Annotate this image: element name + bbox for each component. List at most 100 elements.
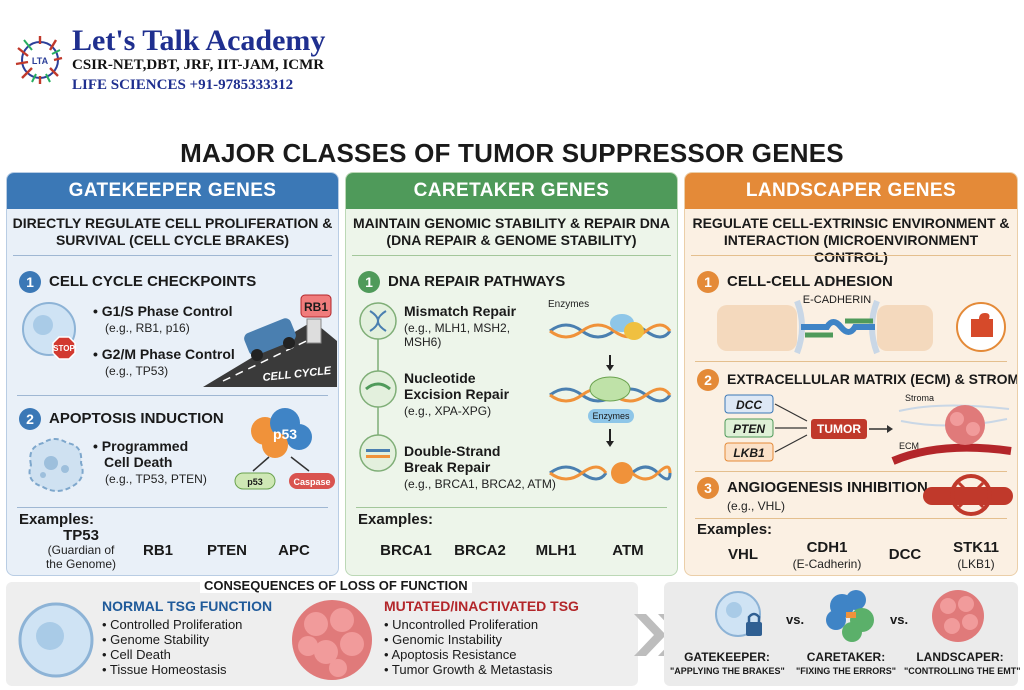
ecm-label: ECM [899,441,919,451]
tumor-label: TUMOR [817,422,861,436]
g1s-examples: (e.g., RB1, p16) [105,321,190,335]
stroma-label: Stroma [905,393,934,403]
section-number: 2 [19,408,41,430]
example-gene: BRCA2 [454,542,506,559]
cdh1-note: (E-Cadherin) [792,557,862,571]
example-gene: PTEN [206,542,247,559]
tumor-cluster-icon [292,600,372,680]
normal-function-item: • Tissue Homeostasis [102,662,227,677]
mutated-tsg-item: • Apoptosis Resistance [384,647,517,662]
stk11-note: (LKB1) [957,557,995,571]
section-title-adhesion: CELL-CELL ADHESION [727,273,893,290]
landscaper-panel: LANDSCAPER GENES REGULATE CELL-EXTRINSIC… [684,172,1018,576]
enzymes-label-top: Enzymes [548,299,589,310]
landscaper-comparison-label: LANDSCAPER: [916,650,1004,664]
divider [352,255,671,256]
normal-function-heading: NORMAL TSG FUNCTION [102,598,273,614]
caretaker-subtitle: MAINTAIN GENOMIC STABILITY & REPAIR DNA … [352,215,671,248]
divider [695,518,1007,519]
academy-contact: LIFE SCIENCES +91-9785333312 [72,77,294,93]
landscaper-heading: LANDSCAPER GENES [685,173,1017,209]
gatekeeper-examples-label: Examples: [19,511,95,528]
g2m-control: • G2/M Phase Control [93,346,235,362]
section-title-angiogenesis: ANGIOGENESIS INHIBITION [727,479,928,496]
caretaker-heading: CARETAKER GENES [346,173,677,209]
gene-lkb1: LKB1 [733,446,765,460]
g2m-examples: (e.g., TP53) [105,364,169,378]
cell-cycle-road-illustration: RB1 CELL CYCLE [203,294,337,387]
landscaper-comparison-motto: "CONTROLLING THE EMT" [904,666,1021,676]
e-cadherin-label: E-CADHERIN [803,294,872,306]
mutated-tsg-heading: MUTATED/INACTIVATED TSG [384,598,579,614]
divider [356,507,667,508]
vs-label: vs. [786,612,805,627]
academy-exams: CSIR-NET,DBT, JRF, IIT-JAM, ICMR [72,57,325,73]
example-gene: CDH1 [806,539,848,556]
landscaper-subtitle: REGULATE CELL-EXTRINSIC ENVIRONMENT & IN… [692,215,1010,265]
programmed-cell-death-line1: • Programmed [93,438,189,454]
dsb-line1: Double-Strand [404,443,501,459]
example-gene: VHL [728,546,758,563]
gatekeeper-heading: GATEKEEPER GENES [7,173,338,209]
caretaker-panel: CARETAKER GENES MAINTAIN GENOMIC STABILI… [345,172,678,576]
academy-logo: LTA [15,36,63,84]
mismatch-repair-examples-line2: MSH6) [404,335,442,349]
normal-function-item: • Controlled Proliferation [102,617,243,632]
gatekeeper-comparison-label: GATEKEEPER: [684,650,770,664]
example-gene: BRCA1 [380,542,432,559]
section-number: 1 [19,271,41,293]
dna-repair-illustration: Enzymes Enzymes [548,299,672,484]
example-gene: RB1 [142,542,173,559]
ner-examples: (e.g., XPA-XPG) [404,404,492,418]
section-title-apoptosis: APOPTOSIS INDUCTION [49,410,224,427]
section-number: 1 [358,271,380,293]
caspase-label: Caspase [293,477,330,487]
p53-protein-label: p53 [273,426,297,442]
tp53-note-line2: the Genome) [45,557,117,571]
ner-line1: Nucleotide [404,370,476,386]
dsb-line2: Break Repair [404,459,491,475]
ecm-tumor-illustration: DCC PTEN LKB1 TUMOR Stroma ECM [724,393,1012,465]
enzymes-label-bottom: Enzymes [592,411,630,421]
apoptotic-cell-icon [28,438,84,492]
divider [695,471,1007,472]
mismatch-repair-examples-line1: (e.g., MLH1, MSH2, [404,321,511,335]
gatekeeper-comparison-motto: "APPLYING THE BRAKES" [670,666,785,676]
page-title: MAJOR CLASSES OF TUMOR SUPPRESSOR GENES [180,138,844,168]
g1s-control: • G1/S Phase Control [93,303,233,319]
divider [17,395,328,396]
example-gene: STK11 [953,539,999,556]
gatekeeper-subtitle: DIRECTLY REGULATE CELL PROLIFERATION & S… [12,215,333,248]
mismatch-repair: Mismatch Repair [404,303,517,319]
gatekeeper-panel: GATEKEEPER GENES DIRECTLY REGULATE CELL … [6,172,339,576]
example-gene: APC [278,542,310,559]
gatekeeper-cell-lock-icon [715,591,762,637]
normal-cell-icon [18,602,94,678]
mutated-tsg-item: • Genomic Instability [384,632,502,647]
normal-function-item: • Genome Stability [102,632,210,647]
example-gene: ATM [612,542,644,559]
stop-sign-label: STOP [53,344,75,353]
divider [13,255,332,256]
apoptosis-examples: (e.g., TP53, PTEN) [105,472,207,486]
example-gene: MLH1 [535,542,577,559]
blocked-vessel-icon [923,474,1013,516]
section-title-ecm: EXTRACELLULAR MATRIX (ECM) & STROMA [727,371,1018,387]
section-title-dna-repair: DNA REPAIR PATHWAYS [388,273,566,290]
gene-dcc: DCC [736,398,762,412]
normal-function-item: • Cell Death [102,647,171,662]
gene-pten: PTEN [733,422,765,436]
cell-stop-illustration: STOP [22,302,76,360]
example-gene: DCC [888,546,922,563]
section-title-checkpoints: CELL CYCLE CHECKPOINTS [49,273,257,290]
mutated-tsg-item: • Tumor Growth & Metastasis [384,662,553,677]
vs-label: vs. [890,612,909,627]
svg-text:LTA: LTA [32,56,49,66]
example-gene: TP53 [63,527,99,544]
caretaker-comparison-motto: "FIXING THE ERRORS" [795,666,897,676]
repair-pathway-timeline [359,302,397,472]
mutated-tsg-item: • Uncontrolled Proliferation [384,617,539,632]
p53-pill-label: p53 [247,477,263,487]
section-number: 3 [697,477,719,499]
divider [17,507,328,508]
